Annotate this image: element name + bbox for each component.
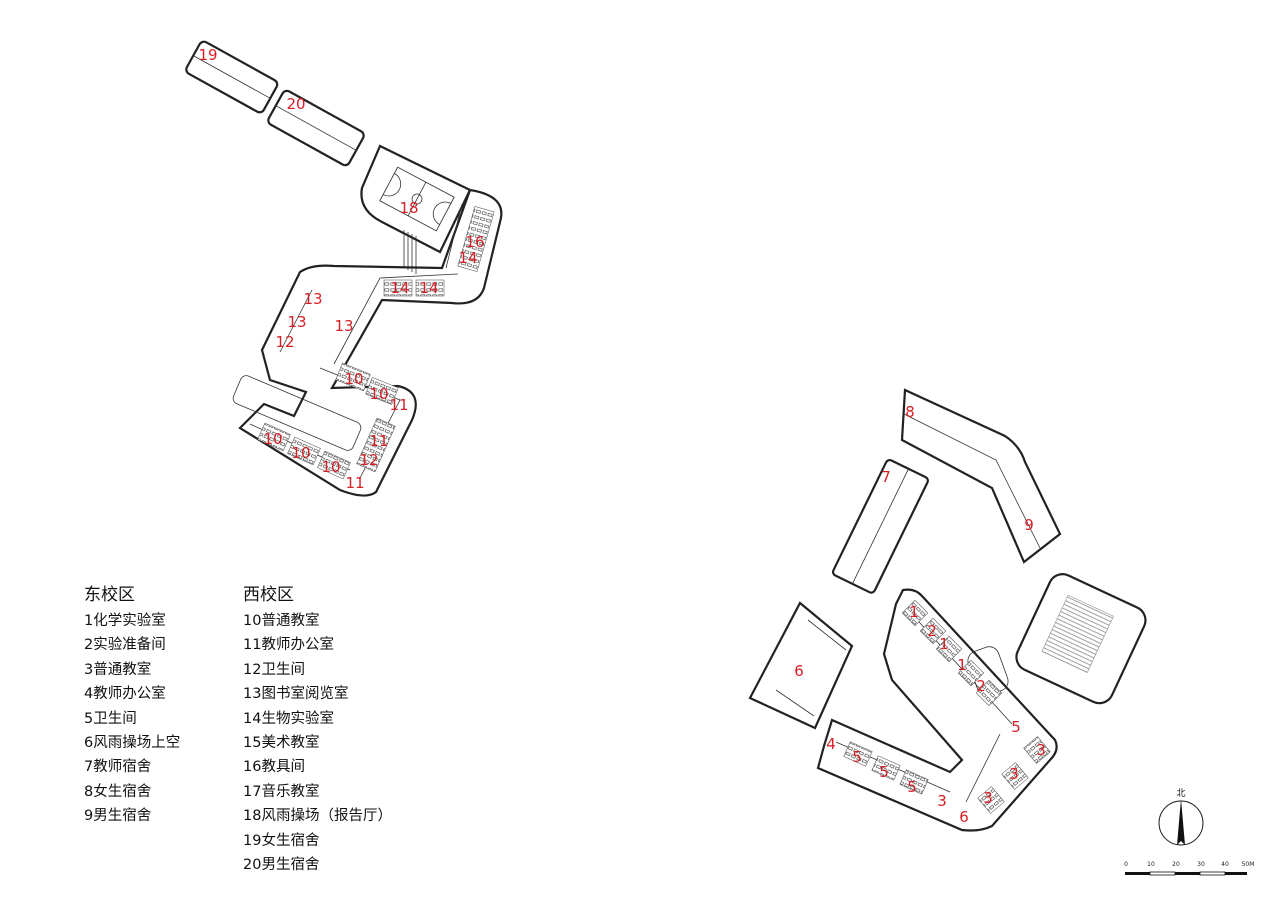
legend-item: 11教师办公室	[243, 637, 334, 654]
legend-item: 7教师宿舍	[84, 759, 152, 776]
legend-item: 8女生宿舍	[84, 783, 152, 800]
room-label: 10	[263, 430, 282, 448]
room-label: 19	[198, 46, 217, 64]
scale-bar: 0 10 20 30 40 50M	[1124, 861, 1255, 876]
scale-tick-label: 50M	[1242, 861, 1255, 868]
room-label: 6	[959, 808, 969, 826]
room-label: 11	[369, 432, 388, 450]
room-label: 16	[465, 233, 484, 251]
legend-item: 20男生宿舍	[243, 857, 320, 874]
room-label: 14	[419, 279, 438, 297]
room-label: 7	[881, 468, 891, 486]
dorm-block-19	[185, 40, 279, 114]
legend-item: 10普通教室	[243, 613, 320, 629]
room-label: 5	[907, 778, 917, 796]
legend-west-title: 西校区	[243, 585, 294, 605]
auditorium-block	[1015, 573, 1147, 705]
room-label: 13	[287, 313, 306, 331]
room-label: 10	[291, 444, 310, 462]
room-label: 5	[852, 748, 862, 766]
room-label: 14	[458, 249, 477, 267]
north-label: 北	[1176, 788, 1185, 799]
room-label: 1	[957, 656, 967, 674]
west-room-labels: 19 20 18 16 14 14 14 13 13 13 12 10 10 1…	[198, 46, 484, 492]
legend-east-title: 东校区	[84, 585, 135, 605]
room-label: 2	[927, 622, 937, 640]
room-label: 9	[1024, 516, 1034, 534]
legend-east-campus: 东校区 1化学实验室 2实验准备间 3普通教室 4教师办公室 5卫生间 6风雨操…	[84, 580, 180, 829]
east-campus-plan	[748, 388, 1147, 832]
legend-item: 13图书室阅览室	[243, 686, 349, 703]
legend-item: 1化学实验室	[84, 613, 166, 629]
room-label: 5	[879, 763, 889, 781]
legend-item: 15美术教室	[243, 735, 320, 752]
room-label: 20	[286, 95, 305, 113]
gym-6	[748, 601, 854, 730]
legend-item: 17音乐教室	[243, 783, 320, 800]
east-room-labels: 8 7 9 1 2 1 1 2 5 4 5 5 5 3 3 3 3 6 6	[794, 403, 1046, 826]
west-main-wing-outline	[238, 188, 503, 497]
legend-item: 18风雨操场（报告厅）	[243, 808, 392, 825]
room-label: 6	[794, 662, 804, 680]
north-arrow: 北	[1158, 788, 1204, 846]
legend-item: 16教具间	[243, 759, 305, 776]
room-label: 13	[303, 290, 322, 308]
room-label: 8	[905, 403, 915, 421]
room-label: 5	[1011, 718, 1021, 736]
legend-item: 19女生宿舍	[243, 832, 320, 849]
room-label: 1	[909, 603, 919, 621]
dorm-block-7	[831, 458, 929, 594]
dorm-block-20	[267, 89, 365, 167]
legend-item: 9男生宿舍	[84, 808, 152, 825]
scale-tick-label: 0	[1124, 861, 1128, 868]
east-main-wing-outline	[816, 588, 1058, 832]
room-label: 1	[939, 635, 949, 653]
legend-west-campus: 西校区 10普通教室 11教师办公室 12卫生间 13图书室阅览室 14生物实验…	[243, 580, 392, 877]
room-label: 11	[389, 396, 408, 414]
scale-tick-label: 10	[1147, 861, 1155, 868]
room-label: 18	[399, 199, 418, 217]
room-label: 3	[983, 789, 993, 807]
room-label: 14	[390, 279, 409, 297]
west-campus-plan	[185, 40, 503, 497]
scale-tick-label: 30	[1197, 861, 1205, 868]
legend-item: 12卫生间	[243, 661, 305, 678]
room-label: 10	[369, 385, 388, 403]
room-label: 2	[976, 677, 986, 695]
room-label: 3	[1009, 765, 1019, 783]
dorm-block-8-9	[900, 388, 1062, 564]
room-label: 10	[344, 370, 363, 388]
legend-item: 6风雨操场上空	[84, 735, 181, 752]
legend-item: 4教师办公室	[84, 686, 166, 703]
legend-item: 2实验准备间	[84, 637, 166, 654]
room-label: 13	[334, 317, 353, 335]
room-label: 3	[1036, 741, 1046, 759]
legend-item: 5卫生间	[84, 710, 137, 727]
gym-18	[360, 144, 472, 274]
scale-tick-label: 40	[1221, 861, 1229, 868]
legend-item: 3普通教室	[84, 661, 152, 678]
room-label: 3	[937, 792, 947, 810]
room-label: 4	[826, 735, 836, 753]
room-label: 10	[321, 458, 340, 476]
room-label: 12	[275, 333, 294, 351]
scale-tick-label: 20	[1172, 861, 1180, 868]
room-label: 11	[345, 474, 364, 492]
legend-item: 14生物实验室	[243, 710, 334, 727]
room-label: 12	[359, 451, 378, 469]
